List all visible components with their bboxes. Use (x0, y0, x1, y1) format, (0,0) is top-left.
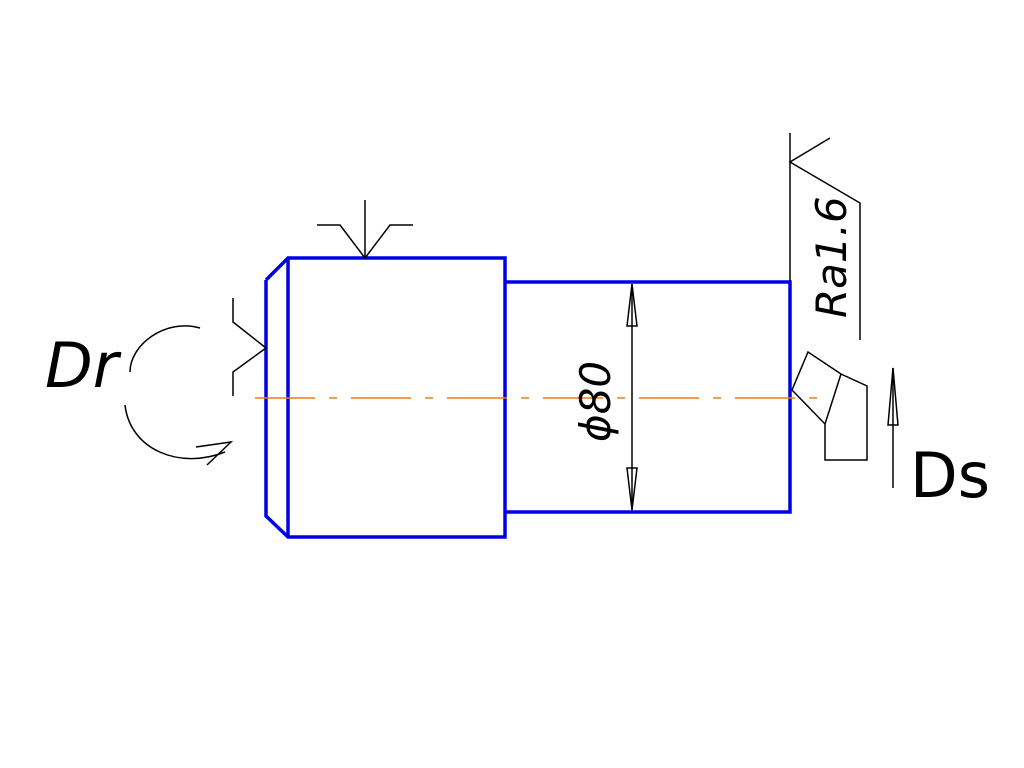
rotation-arrow (124, 325, 234, 466)
diameter-label: ϕ80 (571, 361, 620, 442)
finish-symbol-left (232, 298, 268, 396)
cutting-tool (791, 350, 868, 461)
diameter-dimension (626, 283, 638, 511)
small-section-outline (505, 280, 792, 514)
roughness-label: Ra1.6 (807, 196, 856, 318)
rotation-label: Dr (45, 329, 122, 402)
surface-finish-symbols (232, 133, 861, 396)
feed-label: Ds (910, 439, 990, 512)
feed-arrow (887, 367, 899, 488)
